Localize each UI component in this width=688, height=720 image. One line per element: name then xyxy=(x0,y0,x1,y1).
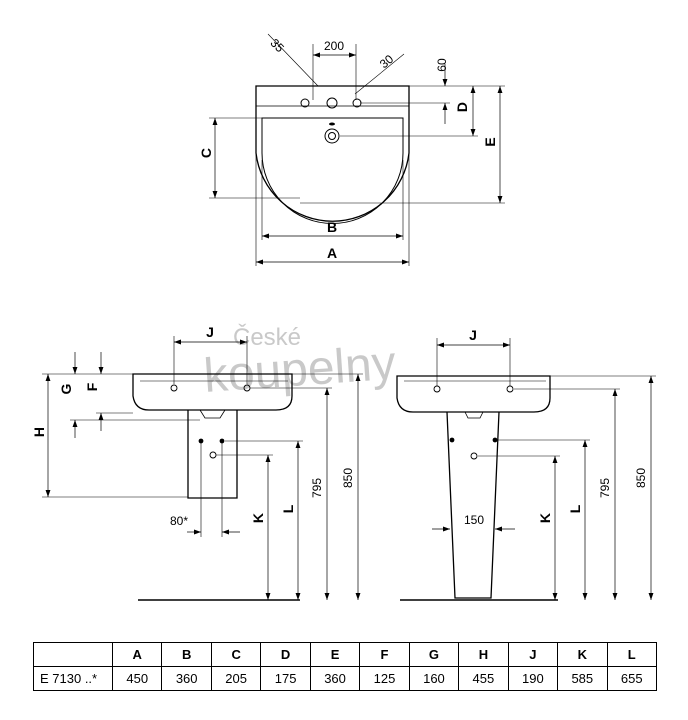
table-header-cell: H xyxy=(458,642,509,667)
front-label-L: L xyxy=(567,504,583,513)
label-F: F xyxy=(84,382,100,391)
watermark-line1: České xyxy=(233,323,301,351)
watermark: České koupelny xyxy=(202,323,397,403)
table-cell: 175 xyxy=(260,666,311,691)
table-header-row: A B C D E F G H J K L xyxy=(33,642,658,667)
dimensions-table: A B C D E F G H J K L E 7130 ..* 450 360… xyxy=(33,642,658,691)
table-header-cell: B xyxy=(161,642,212,667)
tap-hole-left xyxy=(300,98,310,108)
front-view xyxy=(396,338,656,601)
table-cell: 360 xyxy=(161,666,212,691)
table-header-cell: L xyxy=(606,642,658,667)
dim-150: 150 xyxy=(464,513,484,527)
table-header-cell: G xyxy=(408,642,460,667)
tap-hole-center xyxy=(326,97,338,109)
table-row-name: E 7130 ..* xyxy=(33,666,113,691)
table-row: E 7130 ..* 450 360 205 175 360 125 160 4… xyxy=(33,666,658,691)
bowl-inner-top xyxy=(261,117,404,224)
front-label-J: J xyxy=(469,327,477,343)
basin-outline-top xyxy=(255,85,410,222)
dim-200: 200 xyxy=(324,39,344,53)
side-dim-795: 795 xyxy=(310,478,324,498)
side-label-J: J xyxy=(206,324,214,340)
dim-60: 60 xyxy=(435,58,449,72)
side-view xyxy=(42,336,363,601)
label-E: E xyxy=(482,137,498,146)
label-A: A xyxy=(327,245,337,261)
table-header-cell: F xyxy=(359,642,410,667)
table-cell: 190 xyxy=(507,666,559,691)
label-C: C xyxy=(198,148,214,158)
pedestal-side xyxy=(187,410,238,499)
table-cell: 125 xyxy=(359,666,410,691)
watermark-line2: koupelny xyxy=(202,337,397,403)
side-label-L: L xyxy=(280,504,296,513)
pedestal-front xyxy=(446,411,500,599)
top-view xyxy=(209,33,505,266)
label-D: D xyxy=(454,102,470,112)
label-H: H xyxy=(31,427,47,437)
table-header-cell: A xyxy=(111,642,163,667)
table-cell: 655 xyxy=(606,666,658,691)
dim-80: 80* xyxy=(170,514,188,528)
drain-outer xyxy=(324,128,340,144)
front-dim-795: 795 xyxy=(598,478,612,498)
table-header-cell: C xyxy=(210,642,262,667)
basin-side xyxy=(132,373,293,411)
dim-angle-35: 35 xyxy=(268,36,288,56)
table-cell: 585 xyxy=(557,666,608,691)
table-cell: 360 xyxy=(309,666,361,691)
side-view-labels: J G F H 80* K L 795 850 xyxy=(31,324,355,528)
table-header-cell: E xyxy=(309,642,361,667)
table-cell: 160 xyxy=(408,666,460,691)
top-view-labels: 35 200 30 60 D E C B A xyxy=(198,36,498,261)
dim-angle-30: 30 xyxy=(377,52,396,72)
front-label-K: K xyxy=(537,513,553,523)
table-header-cell: K xyxy=(557,642,608,667)
table-cell: 455 xyxy=(458,666,509,691)
side-label-K: K xyxy=(250,513,266,523)
table-header-corner xyxy=(33,642,113,667)
basin-front xyxy=(396,375,551,413)
label-B: B xyxy=(327,219,337,235)
side-dim-850: 850 xyxy=(341,468,355,488)
table-cell: 450 xyxy=(111,666,163,691)
table-header-cell: D xyxy=(260,642,311,667)
label-G: G xyxy=(58,383,74,394)
table-header-cell: J xyxy=(507,642,559,667)
front-dim-850: 850 xyxy=(634,468,648,488)
front-view-labels: J 150 K L 795 850 xyxy=(464,327,648,527)
drain-inner xyxy=(328,132,336,140)
table-cell: 205 xyxy=(210,666,262,691)
